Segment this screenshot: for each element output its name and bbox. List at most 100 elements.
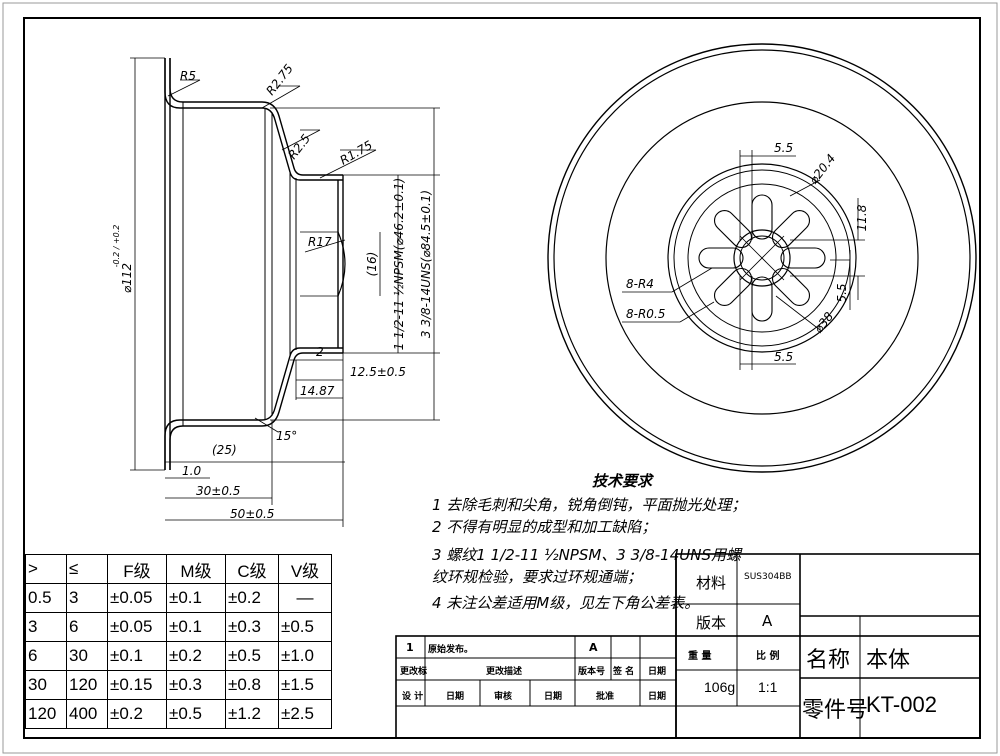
dim-14-87: 14.87 (300, 384, 335, 398)
rev-number: 1 (406, 641, 414, 654)
cell: 30 (25, 670, 67, 700)
cell: ±0.8 (225, 670, 279, 700)
label-design: 设 计 (402, 692, 424, 702)
material-value: SUS304BB (744, 572, 792, 582)
rev-description: 原始发布。 (428, 645, 474, 655)
dim-8-r4: 8-R4 (626, 277, 654, 291)
note-3b: 纹环规检验，要求过环规通端； (432, 568, 643, 586)
note-1: 1 去除毛刺和尖角，锐角倒钝，平面抛光处理； (432, 496, 747, 514)
cell: ±0.5 (225, 641, 279, 671)
dim-5-5-bottom: 5.5 (774, 350, 793, 364)
dim-5-5-side: 5.5 (835, 283, 849, 302)
dim-dia112: ⌀112 (120, 263, 134, 293)
dim-r17: R17 (308, 235, 332, 249)
cell: 0.5 (25, 583, 67, 613)
cell: 3 (66, 583, 108, 613)
cell: ±0.1 (166, 612, 226, 642)
part-label: 零件号 (802, 698, 869, 723)
header-sign: 签 名 (613, 667, 635, 677)
cell: 6 (25, 641, 67, 671)
header-change: 更改标 (400, 667, 428, 677)
name-value: 本体 (866, 648, 911, 673)
dim-1-0: 1.0 (182, 464, 201, 478)
table-header-row: > ≤ F级 M级 C级 V级 (25, 554, 332, 584)
cell: ±1.5 (278, 670, 332, 700)
dim-dia38: ⌀38 (811, 309, 836, 336)
cell: ±0.2 (225, 583, 279, 613)
scale-label: 比 例 (756, 651, 780, 662)
dim-25: (25) (212, 443, 237, 457)
label-approve: 批准 (596, 692, 615, 702)
name-label: 名称 (806, 648, 851, 673)
note-3: 3 螺纹1 1/2-11 ½NPSM、3 3/8-14UNS用螺 (432, 546, 741, 564)
version-value: A (762, 612, 773, 630)
header-desc: 更改描述 (486, 667, 523, 677)
dim-r275: R2.75 (263, 62, 296, 98)
dim-12-5: 12.5±0.5 (350, 365, 406, 379)
dim-11-8: 11.8 (855, 204, 869, 231)
dim-r175: R1.75 (338, 138, 375, 168)
cell: ±1.2 (225, 699, 279, 729)
section-view (130, 57, 440, 527)
cell: 3 (25, 612, 67, 642)
cell: ±1.0 (278, 641, 332, 671)
header-c: C级 (225, 554, 279, 584)
dim-dia20-4: ⌀20.4 (806, 151, 838, 186)
cell: ±0.2 (107, 699, 167, 729)
cell: — (278, 583, 332, 613)
cell: ±0.5 (166, 699, 226, 729)
dim-dia112-tol: -0.2 / +0.2 (112, 225, 121, 268)
cell: ±2.5 (278, 699, 332, 729)
dim-50: 50±0.5 (230, 507, 274, 521)
scale-value: 1:1 (758, 679, 778, 695)
cell: 120 (25, 699, 67, 729)
weight-label: 重 量 (688, 651, 712, 662)
dim-uns: 3 3/8-14UNS(⌀84.5±0.1) (419, 190, 433, 338)
part-value: KT-002 (866, 692, 937, 717)
dim-15deg: 15° (276, 429, 297, 443)
header-m: M级 (166, 554, 226, 584)
cell: ±0.3 (225, 612, 279, 642)
notes-title: 技术要求 (592, 472, 653, 490)
version-label: 版本 (696, 614, 727, 632)
header-gt: > (25, 554, 67, 584)
front-view (547, 43, 977, 473)
header-date: 日期 (648, 667, 667, 677)
dim-8-r0-5: 8-R0.5 (626, 307, 665, 321)
label-date-3: 日期 (648, 692, 667, 702)
dim-npsm: 1 1/2-11 ½NPSM(⌀46.2±0.1) (392, 178, 406, 350)
label-review: 审核 (494, 692, 513, 702)
dim-r5: R5 (180, 69, 196, 83)
dim-30: 30±0.5 (196, 484, 240, 498)
cell: ±0.2 (166, 641, 226, 671)
note-2: 2 不得有明显的成型和加工缺陷； (432, 518, 657, 536)
cell: ±0.05 (107, 612, 167, 642)
note-4: 4 未注公差适用M级，见左下角公差表。 (432, 594, 700, 612)
cell: ±0.1 (166, 583, 226, 613)
cell: ±0.5 (278, 612, 332, 642)
header-ver: 版本号 (578, 667, 606, 677)
label-date-2: 日期 (544, 692, 563, 702)
dim-16: (16) (365, 252, 379, 277)
cell: ±0.3 (166, 670, 226, 700)
cell: 400 (66, 699, 108, 729)
material-label: 材料 (696, 574, 727, 592)
cell: ±0.05 (107, 583, 167, 613)
dim-5-5-top: 5.5 (774, 141, 793, 155)
cell: 30 (66, 641, 108, 671)
cell: 120 (66, 670, 108, 700)
header-f: F级 (107, 554, 167, 584)
rev-version: A (589, 641, 598, 654)
label-date-1: 日期 (446, 692, 465, 702)
cell: ±0.15 (107, 670, 167, 700)
cell: 6 (66, 612, 108, 642)
cell: ±0.1 (107, 641, 167, 671)
dim-2: 2 (316, 345, 324, 359)
